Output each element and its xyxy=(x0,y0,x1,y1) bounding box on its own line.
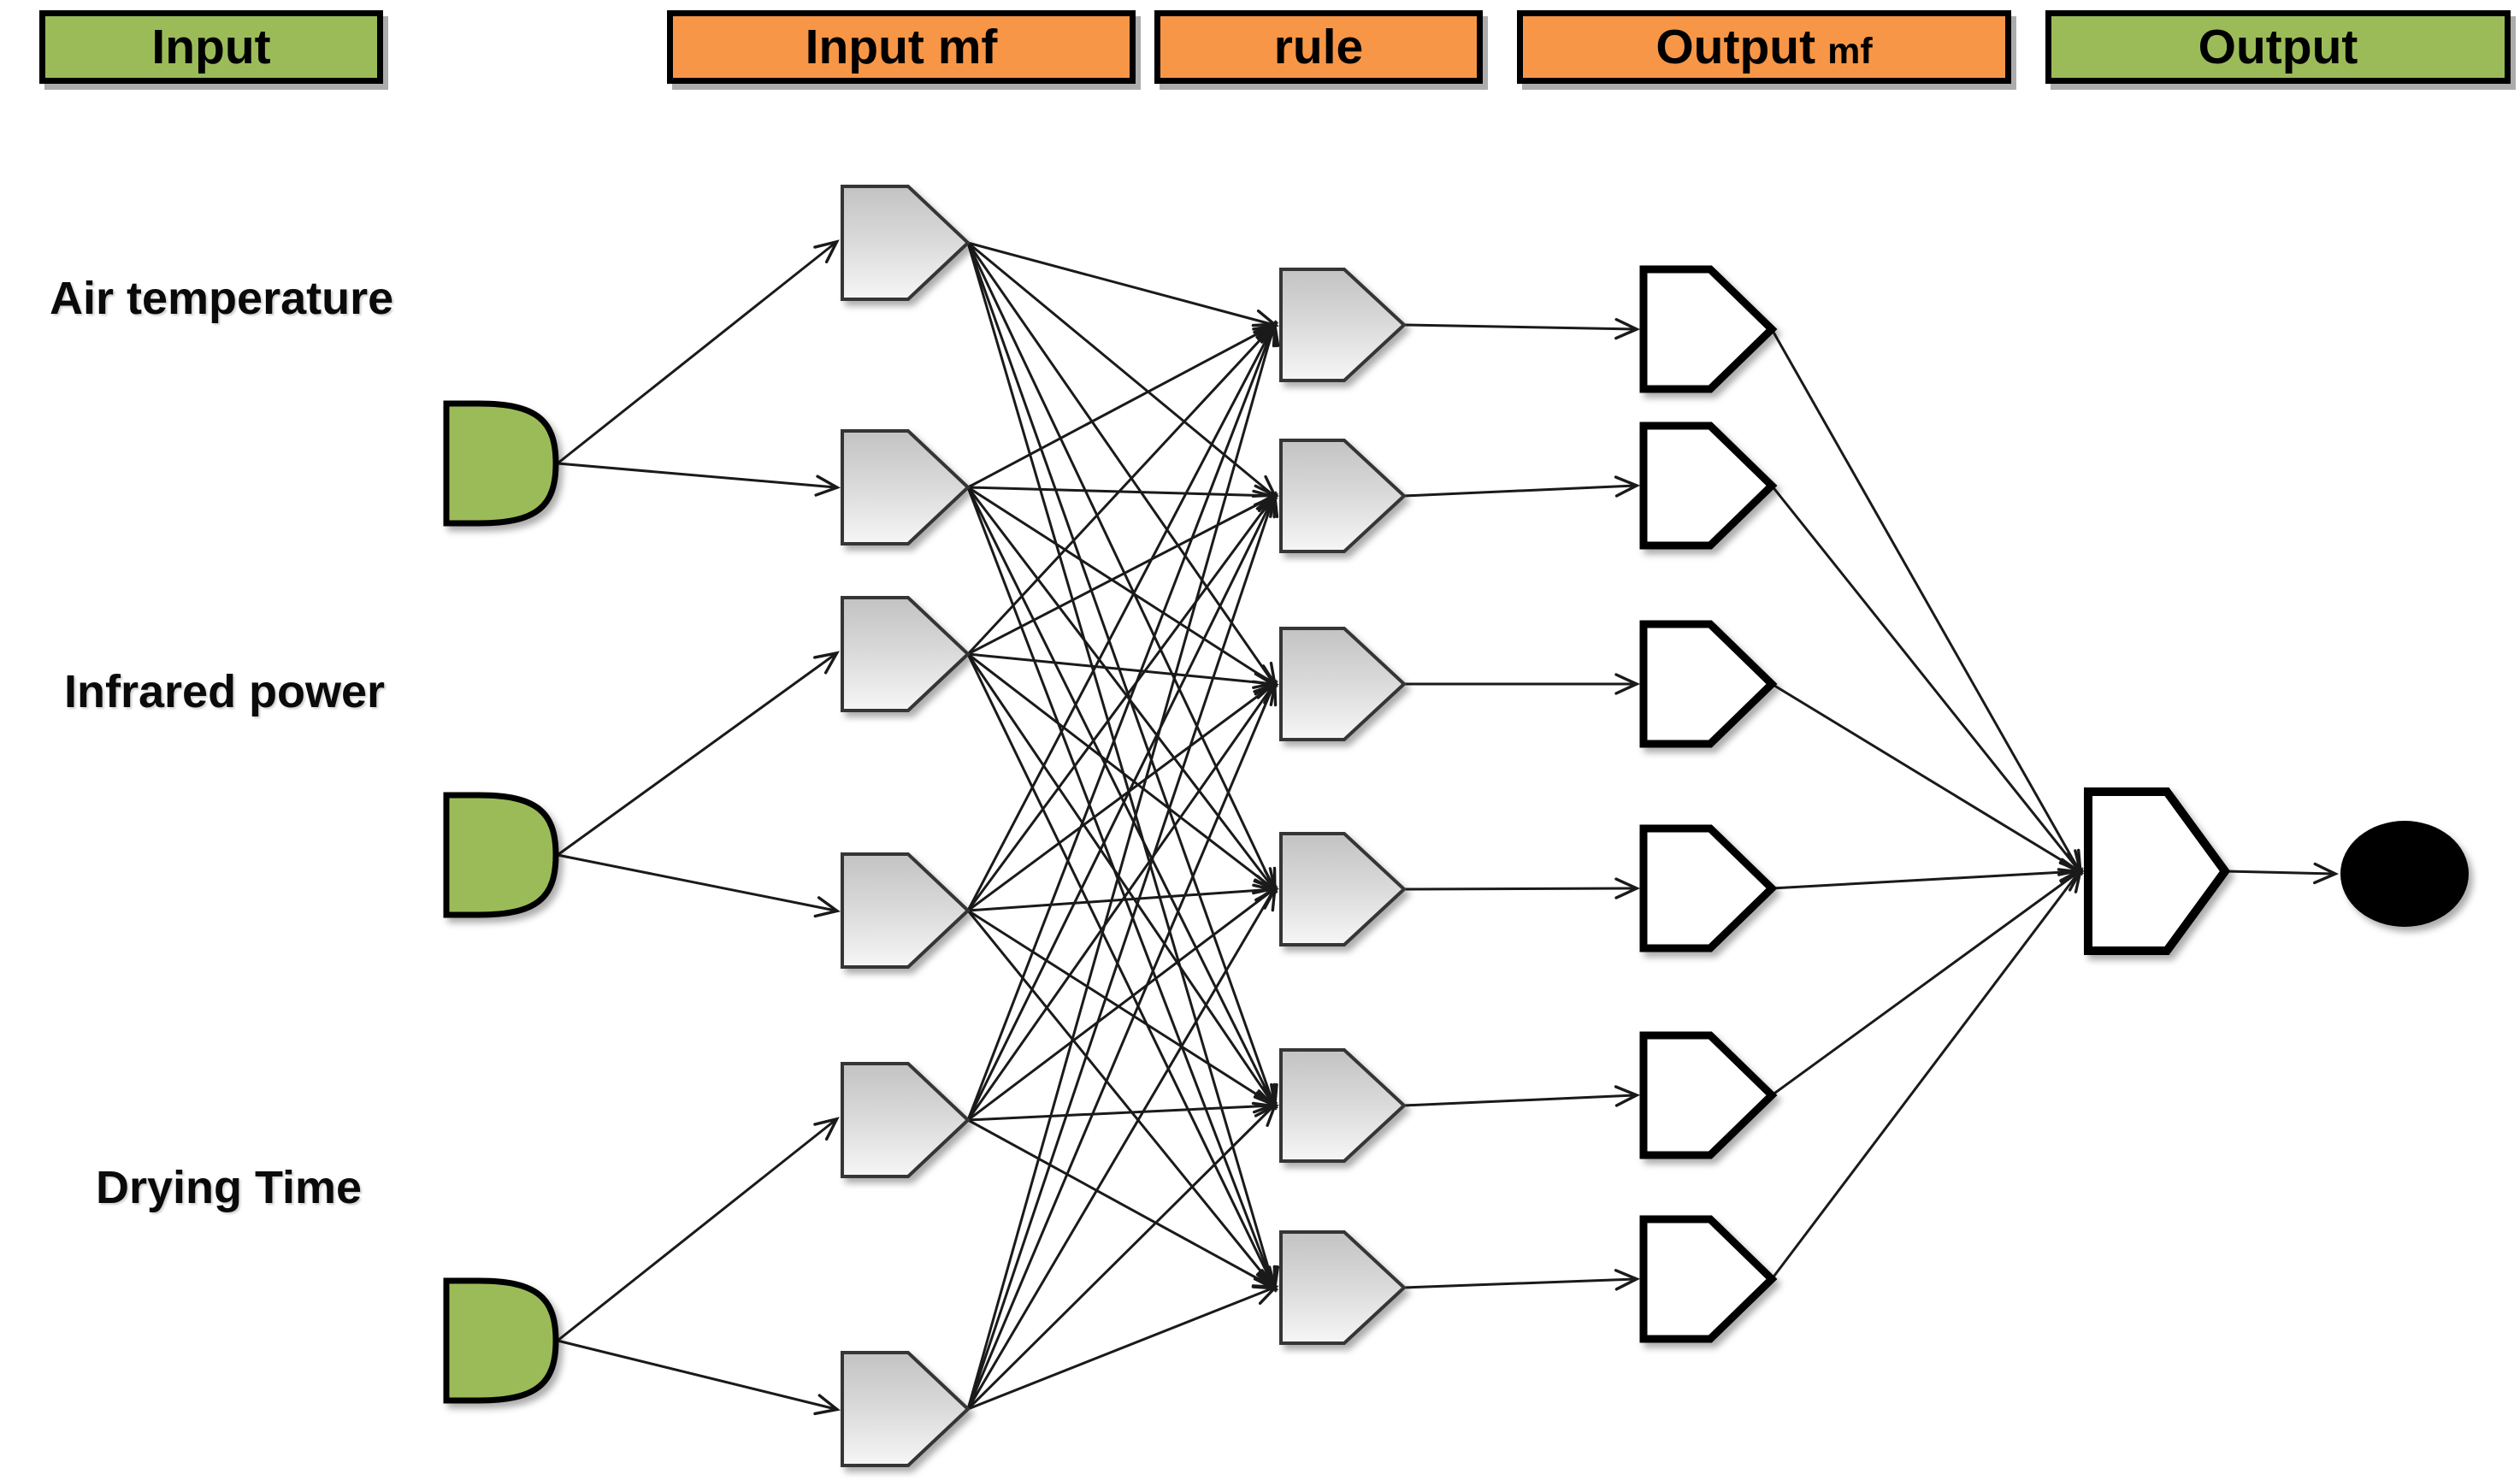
edge-in2-imf4 xyxy=(557,853,841,918)
legend-box-input: Input xyxy=(39,10,383,84)
edge-imf2-r2 xyxy=(967,484,1280,507)
edge-imf1-r3 xyxy=(966,242,1278,688)
edge-imf6-r1 xyxy=(966,320,1280,1410)
rule-node-6 xyxy=(1279,1230,1407,1345)
edge-imf1-r6 xyxy=(966,242,1280,1293)
rule-node-3 xyxy=(1279,627,1407,741)
edge-omf3-out xyxy=(1771,682,2085,875)
edge-imf3-r1 xyxy=(966,321,1278,656)
edge-out-result xyxy=(2224,862,2340,885)
legend-label-input-mf: Input mf xyxy=(805,19,998,74)
edge-imf4-r6 xyxy=(966,910,1278,1292)
edge-imf2-r1 xyxy=(967,322,1279,489)
output-mf-node-1 xyxy=(1639,265,1778,393)
rule-node-1 xyxy=(1279,268,1407,382)
edge-imf1-r1 xyxy=(967,241,1279,331)
edge-omf6-out xyxy=(1770,867,2083,1280)
input-mf-node-6 xyxy=(841,1351,971,1467)
legend-box-rule: rule xyxy=(1154,10,1483,84)
edge-in3-imf6 xyxy=(557,1339,841,1416)
edge-r6-omf6 xyxy=(1403,1269,1641,1291)
legend-label-rule: rule xyxy=(1273,19,1364,74)
edge-imf3-r4 xyxy=(967,652,1278,893)
edge-omf5-out xyxy=(1771,868,2084,1097)
input-node-infrared-power xyxy=(443,792,559,918)
legend-label-output-mf-suffix: mf xyxy=(1827,30,1873,72)
edge-imf6-r6 xyxy=(967,1284,1279,1411)
edge-imf4-r5 xyxy=(967,909,1279,1109)
edge-omf1-out xyxy=(1770,328,2083,876)
legend-box-output-mf: Output mf xyxy=(1517,10,2011,84)
edge-omf4-out xyxy=(1771,861,2086,890)
edge-in2-imf3 xyxy=(557,651,840,857)
edge-imf3-r2 xyxy=(967,493,1279,656)
output-mf-node-2 xyxy=(1639,422,1778,550)
rule-node-5 xyxy=(1279,1048,1407,1163)
edge-imf1-r5 xyxy=(966,242,1278,1111)
edge-imf4-r3 xyxy=(967,681,1278,912)
edge-imf1-r4 xyxy=(966,242,1277,894)
edge-imf3-r6 xyxy=(966,653,1277,1293)
edge-imf5-r6 xyxy=(967,1118,1279,1290)
rule-node-2 xyxy=(1279,439,1407,553)
edge-imf5-r3 xyxy=(966,680,1278,1121)
edge-r4-omf4 xyxy=(1403,877,1641,899)
edge-imf4-r2 xyxy=(966,492,1278,911)
edge-r5-omf5 xyxy=(1403,1085,1641,1107)
edge-imf6-r4 xyxy=(966,884,1278,1410)
input-node-drying-time xyxy=(443,1277,559,1404)
edge-imf3-r5 xyxy=(966,653,1278,1111)
edge-in3-imf5 xyxy=(557,1117,840,1342)
legend-box-input-mf: Input mf xyxy=(667,10,1136,84)
input-mf-node-3 xyxy=(841,596,971,712)
input-label-air-temperature: Air temperature xyxy=(50,273,394,324)
edge-imf6-r2 xyxy=(966,491,1279,1410)
edge-imf6-r5 xyxy=(966,1101,1278,1411)
output-mf-node-6 xyxy=(1639,1215,1778,1343)
edge-imf5-r1 xyxy=(966,320,1278,1121)
legend-box-output: Output xyxy=(2045,10,2511,84)
output-mf-node-3 xyxy=(1639,620,1778,748)
edge-imf4-r1 xyxy=(966,320,1277,911)
input-node-air-temperature xyxy=(443,400,559,527)
edge-in1-imf1 xyxy=(557,239,840,465)
edge-r2-omf2 xyxy=(1403,475,1641,498)
edge-in1-imf2 xyxy=(557,462,841,497)
input-mf-node-5 xyxy=(841,1062,971,1178)
edge-imf2-r4 xyxy=(966,486,1278,893)
edge-imf5-r5 xyxy=(967,1095,1280,1122)
edge-r1-omf1 xyxy=(1403,317,1641,340)
edge-imf5-r2 xyxy=(966,491,1277,1121)
edge-imf2-r6 xyxy=(966,486,1278,1293)
output-mf-node-4 xyxy=(1639,824,1778,952)
input-mf-node-1 xyxy=(841,185,971,301)
edge-imf1-r2 xyxy=(967,241,1278,499)
edge-imf6-r3 xyxy=(966,679,1278,1410)
legend-label-input: Input xyxy=(151,19,271,74)
legend-label-output-mf: Output xyxy=(1655,19,1816,74)
rule-node-4 xyxy=(1279,832,1407,946)
input-label-infrared-power: Infrared power xyxy=(64,666,386,717)
result-node-ellipse xyxy=(2340,821,2469,927)
input-mf-node-2 xyxy=(841,429,971,545)
edge-imf2-r3 xyxy=(967,486,1279,687)
edge-imf3-r3 xyxy=(967,652,1280,693)
input-label-drying-time: Drying Time xyxy=(96,1162,363,1213)
edge-imf5-r4 xyxy=(967,886,1278,1122)
output-mf-node-5 xyxy=(1639,1031,1778,1159)
legend-label-output: Output xyxy=(2198,19,2358,74)
output-node xyxy=(2084,787,2231,955)
edge-omf2-out xyxy=(1770,485,2083,876)
input-mf-node-4 xyxy=(841,852,971,969)
